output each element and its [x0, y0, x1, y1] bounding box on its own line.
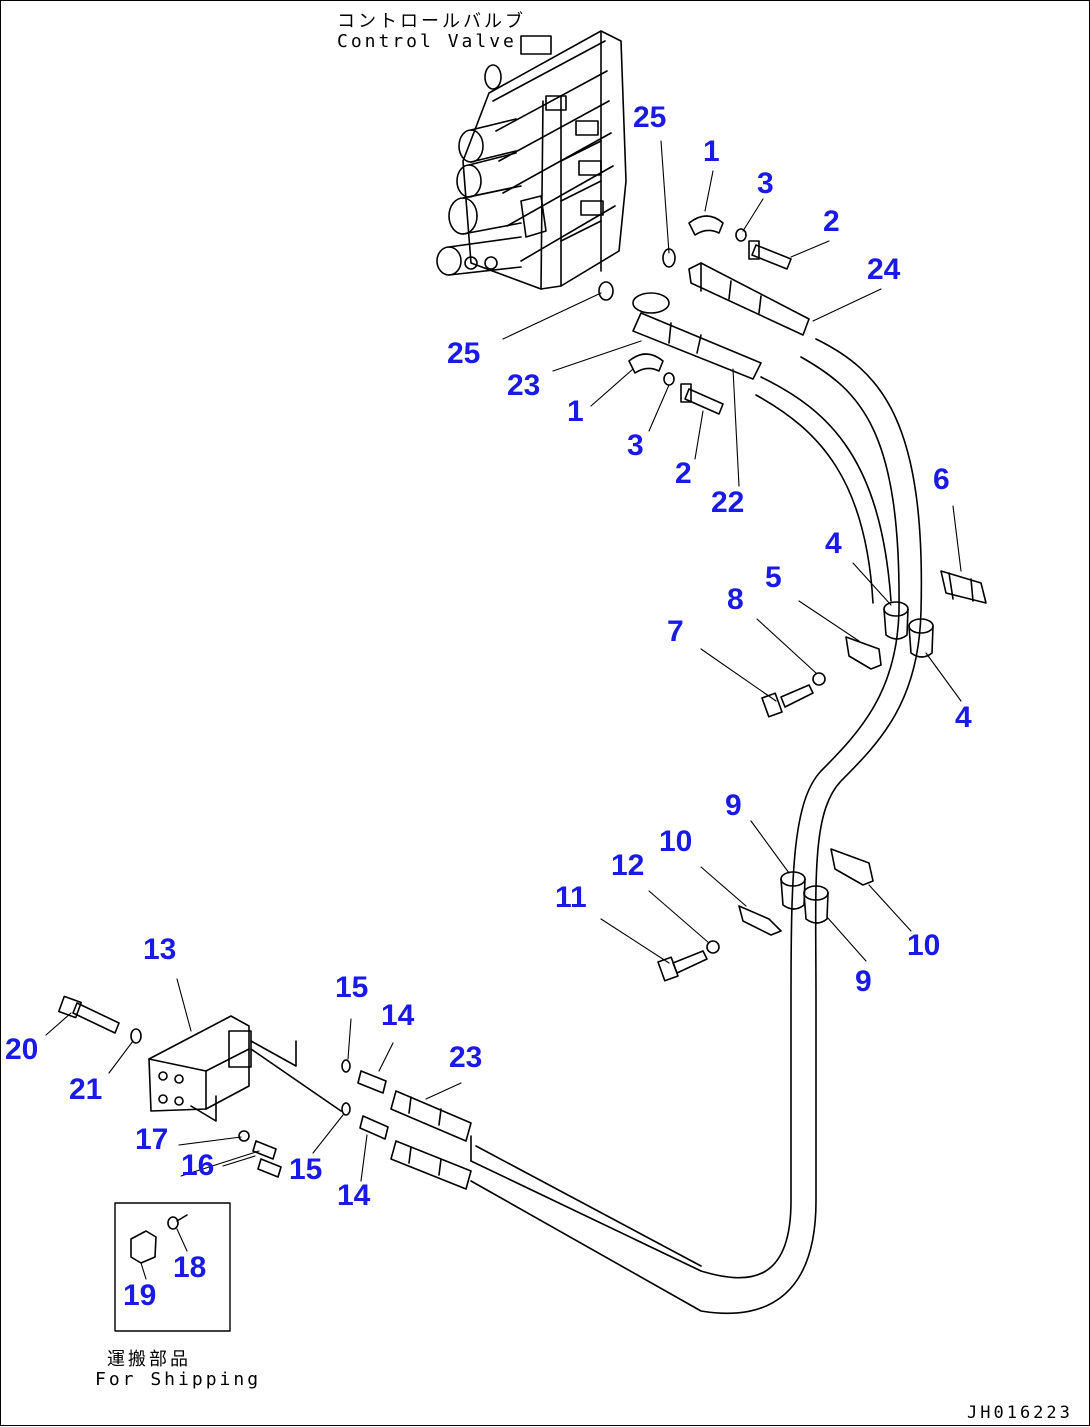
callout-7: 7	[667, 615, 684, 648]
callout-1: 1	[703, 135, 720, 168]
lower-clamps	[657, 848, 874, 982]
callout-2: 2	[823, 205, 840, 238]
upper-fittings	[598, 215, 810, 415]
main-hoses	[470, 338, 923, 1315]
shipping-box	[114, 1202, 231, 1332]
callout-5: 5	[765, 561, 782, 594]
control-valve-caption-jp: コントロールバルブ	[337, 11, 526, 32]
control-valve-caption-en: Control Valve	[337, 31, 517, 52]
callout-3: 3	[627, 429, 644, 462]
callout-10: 10	[907, 929, 941, 962]
junction-block	[58, 995, 472, 1190]
leader-lines	[45, 140, 962, 1280]
callout-25: 25	[633, 101, 667, 134]
callout-13: 13	[143, 933, 177, 966]
callout-12: 12	[611, 849, 645, 882]
callout-14: 14	[381, 999, 415, 1032]
callout-15: 15	[289, 1153, 323, 1186]
callout-21: 21	[69, 1073, 103, 1106]
callout-16: 16	[181, 1149, 215, 1182]
callout-1: 1	[567, 395, 584, 428]
callout-24: 24	[867, 253, 901, 286]
drawing-code: JH016223	[967, 1403, 1073, 1423]
shipping-caption-jp: 運搬部品	[107, 1349, 191, 1370]
callout-4: 4	[825, 527, 842, 560]
callout-3: 3	[757, 167, 774, 200]
callout-6: 6	[933, 463, 950, 496]
callout-10: 10	[659, 825, 693, 858]
callout-9: 9	[855, 965, 872, 998]
callout-15: 15	[335, 971, 369, 1004]
callout-2: 2	[675, 457, 692, 490]
callout-14: 14	[337, 1179, 371, 1212]
callout-22: 22	[711, 486, 745, 519]
shipping-caption-en: For Shipping	[95, 1369, 262, 1390]
callout-23: 23	[507, 369, 541, 402]
callout-11: 11	[555, 881, 587, 914]
upper-clamps	[761, 570, 987, 718]
callout-20: 20	[5, 1033, 39, 1066]
callout-17: 17	[135, 1123, 169, 1156]
callout-25: 25	[447, 337, 481, 370]
callout-19: 19	[123, 1279, 157, 1312]
control-valve	[436, 30, 627, 290]
callout-8: 8	[727, 583, 744, 616]
callout-18: 18	[173, 1251, 207, 1284]
callout-4: 4	[955, 701, 972, 734]
callout-23: 23	[449, 1041, 483, 1074]
callout-9: 9	[725, 789, 742, 822]
